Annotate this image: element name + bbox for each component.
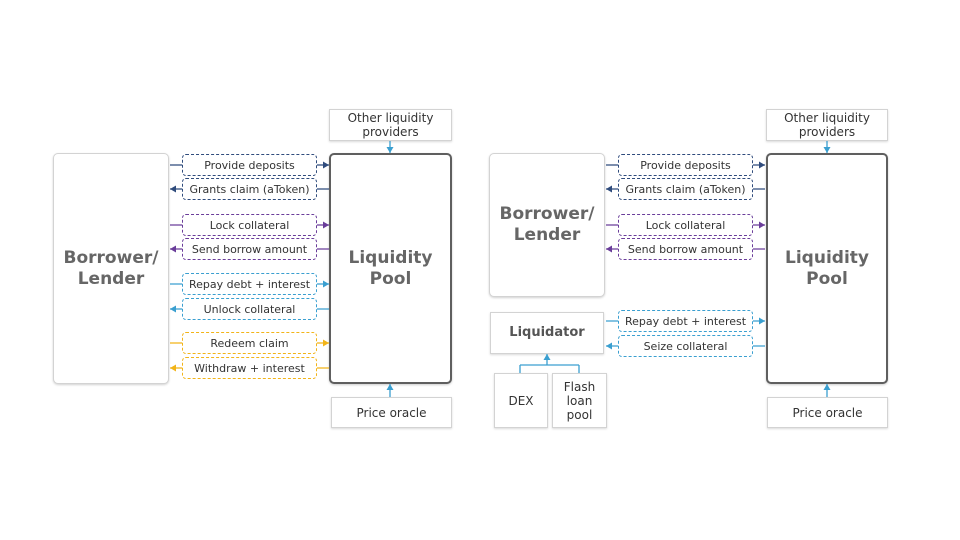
- left-flow-label-6: Redeem claim: [182, 332, 317, 354]
- left-liquidity-pool-box: Liquidity Pool: [329, 153, 452, 384]
- left-liquidity-pool-label: Liquidity Pool: [348, 247, 433, 289]
- right-other-liquidity-providers-label: Other liquidity providers: [784, 111, 870, 139]
- right-flow-label-0: Provide deposits: [618, 154, 753, 176]
- left-price-oracle-box: Price oracle: [331, 397, 452, 428]
- dex-flash-to-liquidator-arrow: [519, 354, 580, 373]
- right-flow-label-5: Seize collateral: [618, 335, 753, 357]
- liquidator-box: Liquidator: [490, 312, 604, 354]
- left-borrower-lender-box: Borrower/ Lender: [53, 153, 169, 384]
- right-provider-to-pool-arrow: [823, 141, 831, 153]
- left-flow-label-5: Unlock collateral: [182, 298, 317, 320]
- right-liquidity-pool-box: Liquidity Pool: [766, 153, 888, 384]
- liquidator-label: Liquidator: [509, 325, 585, 340]
- dex-box: DEX: [494, 373, 548, 428]
- left-oracle-to-pool-arrow: [386, 384, 394, 397]
- left-other-liquidity-providers-label: Other liquidity providers: [347, 111, 434, 139]
- left-flow-label-3: Send borrow amount: [182, 238, 317, 260]
- left-flow-label-0: Provide deposits: [182, 154, 317, 176]
- right-price-oracle-label: Price oracle: [792, 405, 863, 420]
- right-flow-label-2: Lock collateral: [618, 214, 753, 236]
- flash-loan-pool-box: Flash loan pool: [552, 373, 607, 428]
- dex-label: DEX: [508, 393, 534, 408]
- left-flow-label-7: Withdraw + interest: [182, 357, 317, 379]
- right-price-oracle-box: Price oracle: [767, 397, 888, 428]
- right-flow-label-1: Grants claim (aToken): [618, 178, 753, 200]
- left-flow-label-4: Repay debt + interest: [182, 273, 317, 295]
- right-borrower-lender-label: Borrower/ Lender: [499, 204, 595, 245]
- left-flow-label-2: Lock collateral: [182, 214, 317, 236]
- right-oracle-to-pool-arrow: [823, 384, 831, 397]
- left-other-liquidity-providers-box: Other liquidity providers: [329, 109, 452, 141]
- right-other-liquidity-providers-box: Other liquidity providers: [766, 109, 888, 141]
- left-price-oracle-label: Price oracle: [356, 405, 427, 420]
- left-borrower-lender-label: Borrower/ Lender: [63, 247, 159, 289]
- right-flow-label-4: Repay debt + interest: [618, 310, 753, 332]
- flash-loan-pool-label: Flash loan pool: [563, 379, 596, 422]
- right-liquidity-pool-label: Liquidity Pool: [785, 247, 869, 289]
- right-borrower-lender-box: Borrower/ Lender: [489, 153, 605, 297]
- left-provider-to-pool-arrow: [386, 141, 394, 153]
- right-flow-label-3: Send borrow amount: [618, 238, 753, 260]
- left-flow-label-1: Grants claim (aToken): [182, 178, 317, 200]
